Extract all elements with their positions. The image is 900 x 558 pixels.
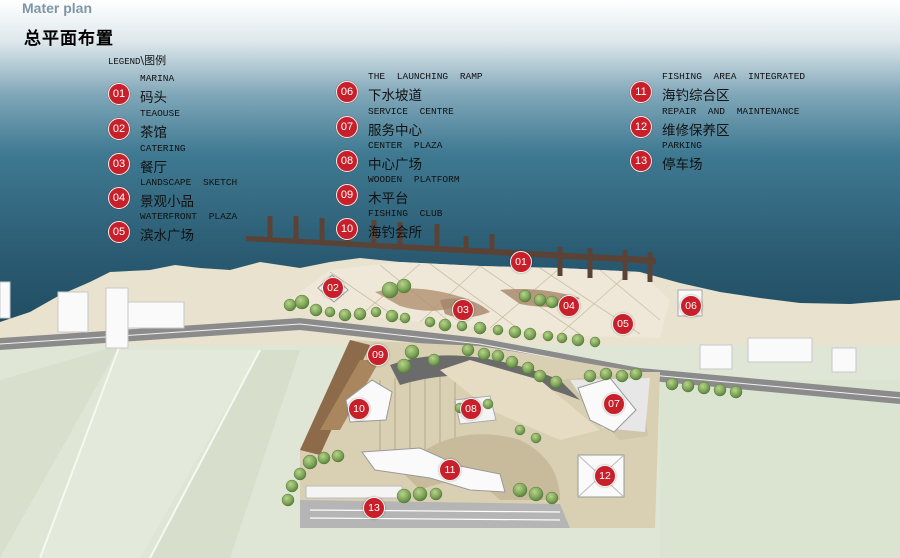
legend-label-chinese: 滨水广场 (140, 228, 194, 244)
legend-label-chinese: 景观小品 (140, 194, 194, 210)
map-marker-02-teahouse[interactable]: 02 (322, 277, 344, 299)
legend-label-english: WATERFRONT PLAZA (140, 211, 238, 222)
page-title-chinese: 总平面布置 (24, 29, 114, 49)
legend-number: 09 (336, 184, 358, 206)
legend-label-chinese: 维修保养区 (662, 123, 730, 139)
map-marker-10-fishing-club[interactable]: 10 (348, 398, 370, 420)
legend-label-chinese: 海钓会所 (368, 225, 422, 241)
legend-label-english: TEAOUSE (140, 108, 180, 119)
map-marker-13-parking[interactable]: 13 (363, 497, 385, 519)
legend-label-english: WOODEN PLATFORM (368, 174, 460, 185)
map-marker-06-launching-ramp[interactable]: 06 (680, 295, 702, 317)
legend-heading-english: LEGEND (108, 57, 141, 67)
legend-item-landscape-sketch: 04 LANDSCAPE SKETCH 景观小品 (108, 177, 338, 216)
map-marker-05-waterfront-plaza[interactable]: 05 (612, 313, 634, 335)
legend-number: 13 (630, 150, 652, 172)
legend-label-english: REPAIR AND MAINTENANCE (662, 106, 800, 117)
legend-label-chinese: 茶馆 (140, 125, 167, 141)
page-title-english: Mater plan (22, 0, 93, 16)
legend-item-launching-ramp: 06 THE LAUNCHING RAMP 下水坡道 (336, 71, 566, 110)
legend-item-wooden-platform: 09 WOODEN PLATFORM 木平台 (336, 174, 566, 213)
legend-number: 11 (630, 81, 652, 103)
legend-label-english: SERVICE CENTRE (368, 106, 454, 117)
legend-item-center-plaza: 08 CENTER PLAZA 中心广场 (336, 140, 566, 179)
legend-item-parking: 13 PARKING 停车场 (630, 140, 860, 179)
legend-label-english: FISHING CLUB (368, 208, 443, 219)
legend-number: 02 (108, 118, 130, 140)
map-marker-08-center-plaza[interactable]: 08 (460, 398, 482, 420)
legend-number: 01 (108, 83, 130, 105)
legend-item-fishing-club: 10 FISHING CLUB 海钓会所 (336, 208, 566, 247)
legend-heading-chinese: 图例 (144, 54, 167, 67)
legend-label-english: LANDSCAPE SKETCH (140, 177, 238, 188)
legend-number: 10 (336, 218, 358, 240)
legend-label-english: THE LAUNCHING RAMP (368, 71, 483, 82)
map-marker-01-marina[interactable]: 01 (510, 251, 532, 273)
legend-number: 07 (336, 116, 358, 138)
legend-label-chinese: 下水坡道 (368, 88, 422, 104)
legend-item-waterfront-plaza: 05 WATERFRONT PLAZA 滨水广场 (108, 211, 338, 250)
legend-heading: LEGEND\图例 (108, 52, 166, 68)
map-marker-09-wooden-platform[interactable]: 09 (367, 344, 389, 366)
map-marker-07-service-centre[interactable]: 07 (603, 393, 625, 415)
legend-item-service-centre: 07 SERVICE CENTRE 服务中心 (336, 106, 566, 145)
legend-item-teahouse: 02 TEAOUSE 茶馆 (108, 108, 338, 147)
legend-heading-separator: \ (140, 54, 145, 67)
legend-label-chinese: 海钓综合区 (662, 88, 730, 104)
legend-label-chinese: 码头 (140, 90, 167, 106)
map-marker-11-fishing-area-integrated[interactable]: 11 (439, 459, 461, 481)
legend-label-english: MARINA (140, 73, 175, 84)
legend-item-fishing-area-integrated: 11 FISHING AREA INTEGRATED 海钓综合区 (630, 71, 860, 110)
legend-number: 06 (336, 81, 358, 103)
legend-label-chinese: 餐厅 (140, 160, 167, 176)
legend-item-catering: 03 CATERING 餐厅 (108, 143, 338, 182)
map-marker-04-landscape-sketch[interactable]: 04 (558, 295, 580, 317)
legend-number: 12 (630, 116, 652, 138)
legend-number: 05 (108, 221, 130, 243)
legend-label-english: CENTER PLAZA (368, 140, 443, 151)
legend-label-english: PARKING (662, 140, 702, 151)
waterfront-plaza (290, 262, 670, 338)
map-marker-03-catering[interactable]: 03 (452, 299, 474, 321)
legend-label-chinese: 停车场 (662, 157, 703, 173)
legend-number: 08 (336, 150, 358, 172)
legend-item-repair-and-maintenance: 12 REPAIR AND MAINTENANCE 维修保养区 (630, 106, 860, 145)
legend-label-english: FISHING AREA INTEGRATED (662, 71, 806, 82)
legend-number: 03 (108, 153, 130, 175)
legend-label-chinese: 服务中心 (368, 123, 422, 139)
map-marker-12-repair-and-maintenance[interactable]: 12 (594, 465, 616, 487)
legend-label-english: CATERING (140, 143, 186, 154)
legend-item-marina: 01 MARINA 码头 (108, 73, 338, 112)
legend-number: 04 (108, 187, 130, 209)
legend-label-chinese: 木平台 (368, 191, 409, 207)
legend-label-chinese: 中心广场 (368, 157, 422, 173)
